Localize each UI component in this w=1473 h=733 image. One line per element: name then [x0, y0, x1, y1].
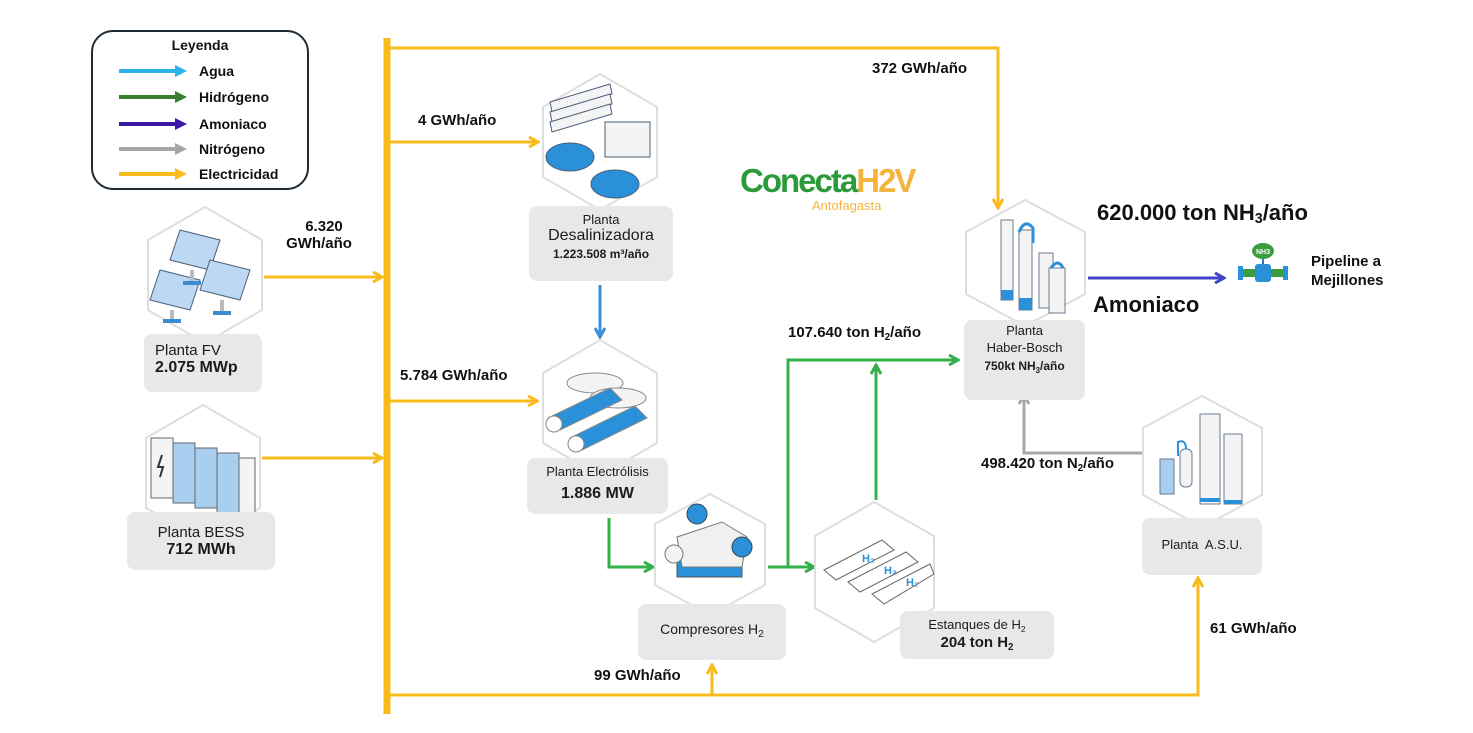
- arrow-icon: [119, 118, 187, 130]
- legend-title: Leyenda: [171, 37, 229, 53]
- arrow-icon: [119, 143, 187, 155]
- node-haber-name-1: Planta: [1006, 323, 1043, 338]
- ammonia-production: 620.000 ton NH3/año: [1097, 200, 1308, 227]
- pipeline-destination-line1: Pipeline a: [1311, 253, 1382, 270]
- node-bess-value: 712 MWh: [166, 541, 236, 558]
- node-electrolysis-name: Planta Electrólisis: [546, 464, 649, 479]
- node-bess: Planta BESS 712 MWh: [127, 512, 275, 570]
- air-separation-unit-icon: [1142, 394, 1263, 529]
- electrolyzer-icon: [542, 338, 658, 478]
- flow-label-n2: 498.420 ton N2/año: [981, 455, 1114, 474]
- desalination-plant-icon: [542, 72, 658, 212]
- flow-label-haber: 372 GWh/año: [872, 60, 968, 77]
- legend-item-hydrogen: Hidrógeno: [117, 87, 269, 107]
- flow-h2-electrolysis-compressors: [607, 518, 653, 567]
- flow-label-h2: 107.640 ton H2/año: [788, 324, 921, 343]
- logo-accent-text: H2V: [856, 162, 916, 199]
- svg-text:H₂: H₂: [884, 565, 897, 577]
- logo-main-text: Conecta: [740, 162, 858, 199]
- unit-suffix: /año: [1040, 359, 1065, 373]
- flow-label-pv-value: 6.320: [305, 218, 343, 235]
- legend-item-electricity: Electricidad: [117, 164, 278, 184]
- ammonia-production-value: 620.000 ton NH: [1097, 200, 1255, 225]
- node-haber-name-2: Haber-Bosch: [986, 340, 1063, 355]
- node-bess-name: Planta BESS: [157, 524, 245, 541]
- node-pv-name: Planta FV: [155, 342, 221, 359]
- unit-suffix: /año: [1262, 200, 1308, 225]
- product-label: Amoniaco: [1093, 292, 1200, 317]
- flow-label-pv: 6.320 GWh/año: [286, 218, 356, 252]
- conecta-h2v-logo: ConectaH2V Antofagasta: [740, 162, 920, 213]
- node-desal-name-1: Planta: [582, 212, 620, 227]
- node-compressors-name: Compresores H: [660, 621, 759, 637]
- solar-panel-icon: [147, 205, 263, 345]
- flow-label-desal: 4 GWh/año: [418, 112, 497, 129]
- subscript: 2: [884, 332, 891, 343]
- node-tanks: Estanques de H2 204 ton H2: [900, 611, 1054, 659]
- pipeline-destination-line2: Mejillones: [1311, 272, 1384, 289]
- node-haber-bosch: Planta Haber-Bosch 750kt NH3/año: [964, 320, 1085, 400]
- node-electrolysis: Planta Electrólisis 1.886 MW: [527, 458, 668, 514]
- logo-subtitle: Antofagasta: [812, 198, 882, 213]
- hydrogen-tanks-icon: H₂ H₂ H₂: [814, 500, 935, 644]
- node-compressors: Compresores H2: [638, 604, 786, 660]
- node-pv: Planta FV 2.075 MWp: [144, 334, 262, 392]
- flow-label-asu: 61 GWh/año: [1210, 620, 1297, 637]
- unit-suffix: /año: [1083, 455, 1114, 472]
- arrow-icon: [119, 65, 187, 77]
- subscript: 2: [758, 629, 764, 640]
- subscript: 3: [1035, 366, 1041, 375]
- battery-storage-icon: [145, 403, 261, 543]
- flow-electricity-haber: [390, 46, 998, 208]
- svg-text:NH3: NH3: [1256, 249, 1270, 256]
- legend-item-nitrogen: Nitrógeno: [117, 139, 265, 159]
- node-pv-value: 2.075 MWp: [155, 359, 238, 376]
- node-tanks-name: Estanques de H: [928, 617, 1021, 632]
- subscript: 3: [1254, 211, 1263, 227]
- legend-item-water: Agua: [117, 61, 234, 81]
- arrow-icon: [119, 168, 187, 180]
- subscript: 2: [1077, 463, 1084, 474]
- svg-text:H₂: H₂: [862, 553, 875, 565]
- unit-suffix: /año: [890, 324, 921, 341]
- node-asu-name: Planta A.S.U.: [1161, 537, 1243, 552]
- flow-label-electrolysis: 5.784 GWh/año: [400, 367, 508, 384]
- pipeline-icon: NH3: [1238, 243, 1288, 282]
- legend: Leyenda Agua Hidrógeno Amoniaco Nitrógen…: [91, 30, 309, 190]
- svg-text:H₂: H₂: [906, 577, 919, 589]
- node-desal-name-2: Desalinizadora: [548, 227, 654, 244]
- node-asu: Planta A.S.U.: [1142, 518, 1262, 575]
- flow-n2: [1024, 395, 1145, 455]
- compressor-icon: [654, 492, 766, 617]
- node-desalination: Planta Desalinizadora 1.223.508 m³/año: [529, 206, 673, 281]
- flow-label-compressors: 99 GWh/año: [594, 667, 681, 684]
- subscript: 2: [1020, 624, 1026, 634]
- flow-label-n2-value: 498.420 ton N: [981, 455, 1078, 472]
- flow-electricity-asu: [390, 578, 1198, 697]
- subscript: 2: [1008, 642, 1014, 653]
- legend-item-ammonia: Amoniaco: [117, 114, 267, 134]
- node-haber-value: 750kt NH: [984, 359, 1036, 373]
- arrow-icon: [119, 91, 187, 103]
- flow-h2-to-haber: [786, 360, 958, 567]
- haber-bosch-plant-icon: [965, 198, 1086, 328]
- pipeline-destination: Pipeline a Mejillones: [1311, 252, 1384, 290]
- flow-label-pv-unit: GWh/año: [286, 235, 352, 252]
- node-tanks-value: 204 ton H: [940, 634, 1009, 651]
- flow-label-h2-value: 107.640 ton H: [788, 324, 885, 341]
- node-desal-value: 1.223.508 m³/año: [552, 247, 650, 261]
- node-electrolysis-value: 1.886 MW: [561, 485, 634, 502]
